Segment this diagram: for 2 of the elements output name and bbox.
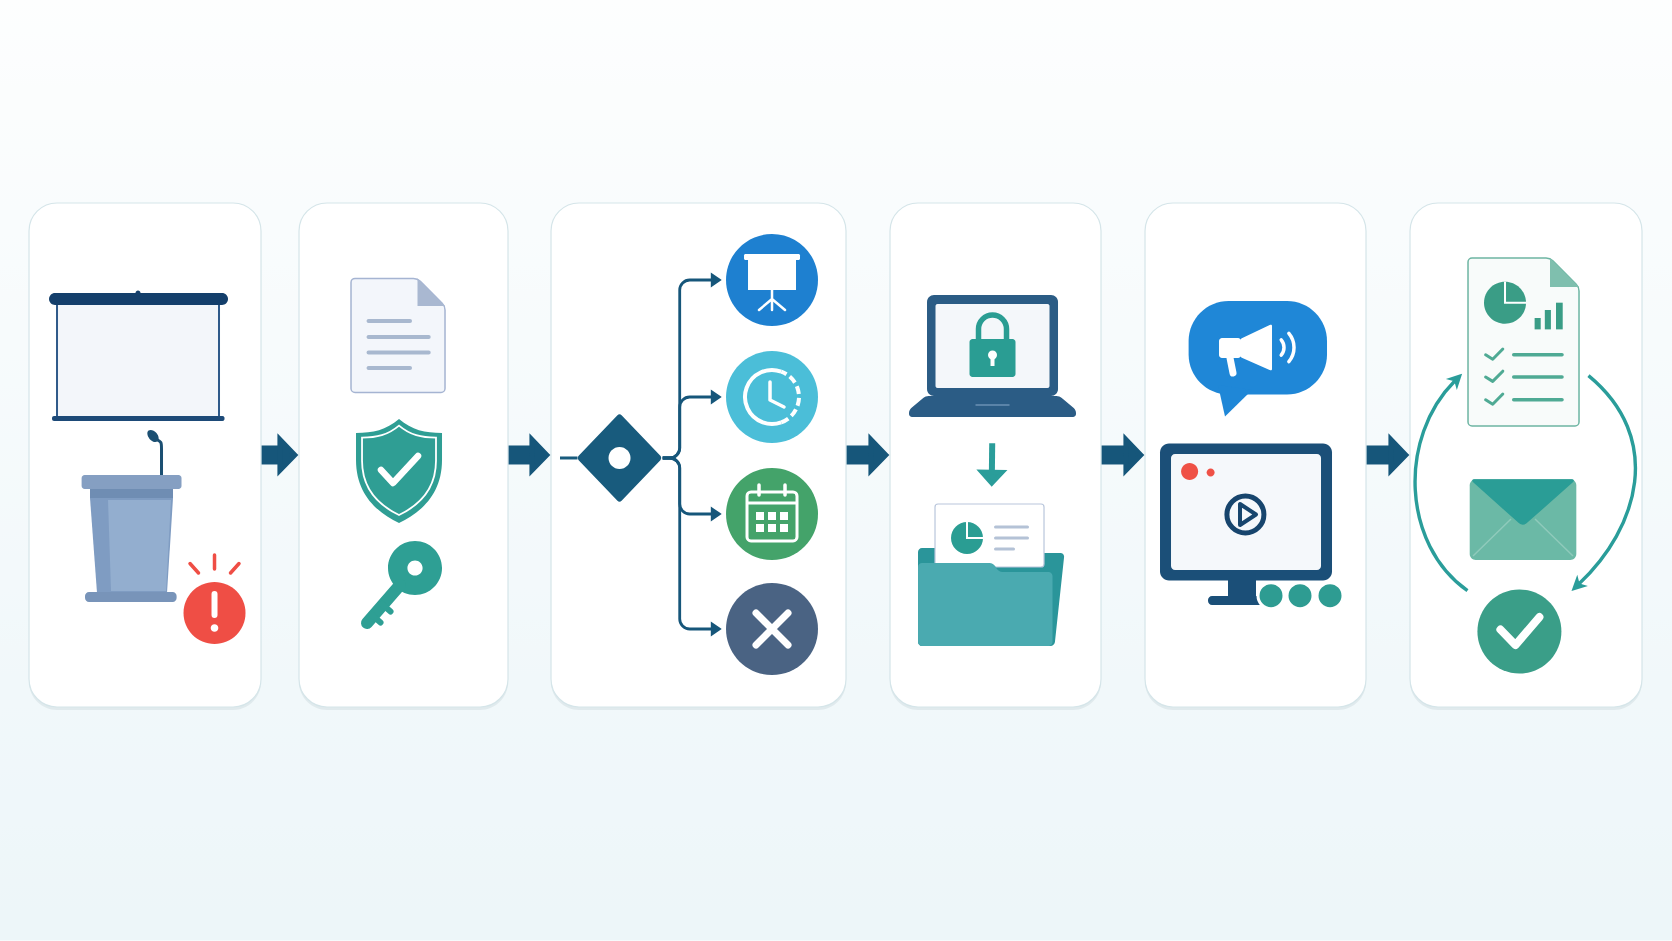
- laptop-lock-icon: [909, 295, 1076, 417]
- folder-icon: [918, 503, 1065, 646]
